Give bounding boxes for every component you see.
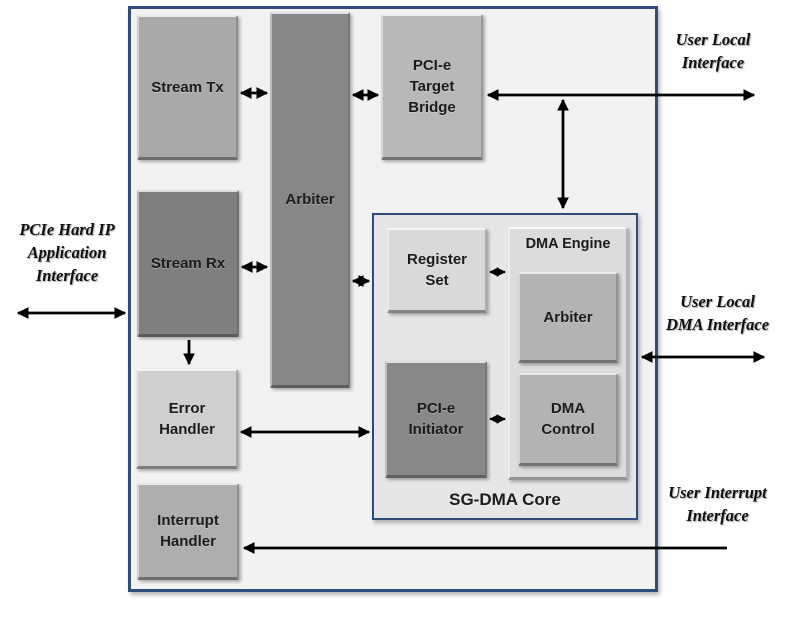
label-pcie-hard-ip-application-interface: PCIe Hard IP Application Interface [19,220,115,285]
sgdma-core-title: SG-DMA Core [449,490,561,509]
block-pcie-target-bridge: PCI-e Target Bridge [381,14,483,160]
block-arbiter-label: Arbiter [285,191,335,208]
block-pcie-target-bridge-label: PCI-e Target Bridge [408,57,456,116]
block-interrupt-handler: Interrupt Handler [137,483,239,580]
block-register-set-label: Register Set [406,251,468,289]
block-error-handler: Error Handler [136,369,238,469]
block-dma-control: DMA Control [518,373,618,466]
block-pcie-initiator-label: PCI-e Initiator [408,400,464,438]
block-dma-control-label: DMA Control [541,400,595,438]
block-stream-rx: Stream Rx [137,190,239,337]
block-dma-arbiter-label: Arbiter [543,308,593,326]
block-stream-tx-label: Stream Tx [151,78,224,96]
dma-engine-title: DMA Engine [525,236,611,252]
block-interrupt-handler-label: Interrupt Handler [157,512,219,550]
label-user-interrupt-interface: User Interrupt Interface [668,483,767,525]
block-stream-tx: Stream Tx [137,15,238,160]
block-dma-arbiter: Arbiter [518,272,618,363]
block-pcie-initiator: PCI-e Initiator [385,361,487,478]
block-register-set: Register Set [387,228,487,313]
block-stream-rx-label: Stream Rx [150,254,226,272]
block-arbiter: Arbiter [270,12,350,388]
label-user-local-dma-interface: User Local DMA Interface [665,292,770,334]
block-error-handler-label: Error Handler [159,399,215,438]
label-user-local-interface: User Local Interface [675,30,751,72]
